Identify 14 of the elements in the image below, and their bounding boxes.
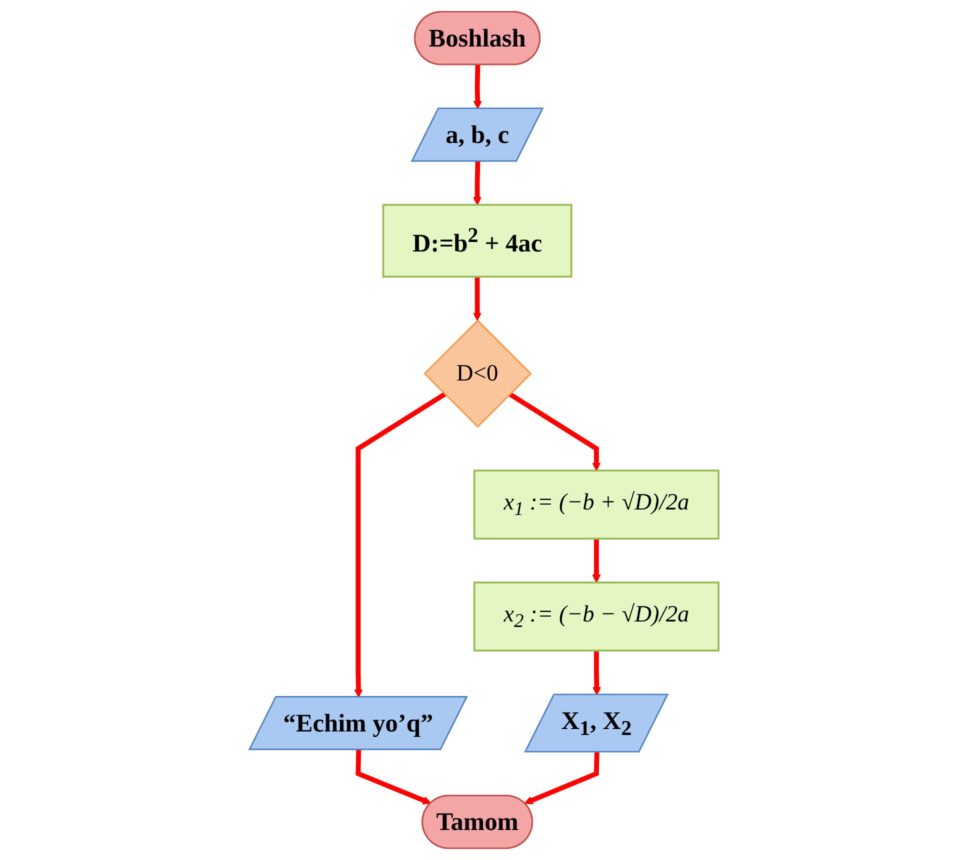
- arrow: [508, 392, 601, 471]
- arrow: [592, 650, 602, 696]
- arrow: [356, 750, 432, 804]
- arrow: [524, 752, 600, 804]
- arrow: [473, 161, 482, 206]
- node-box: [473, 470, 720, 540]
- node-diamond: [424, 320, 532, 428]
- node-box: [473, 582, 720, 652]
- arrow: [354, 392, 446, 698]
- arrow: [473, 64, 482, 110]
- arrow: [592, 538, 601, 583]
- flowchart: Boshlash a, b, c D:=b$^{2}$ + 4ac D<0 x$_{1}$ := (−b + √D)/2a “Echim yo’q” x$_{2}$ := (−b − √D)/2a X$_{1}$, X$_{2}$ Tamom: [4, 4, 964, 856]
- node-box: [382, 204, 572, 278]
- arrow: [473, 276, 482, 321]
